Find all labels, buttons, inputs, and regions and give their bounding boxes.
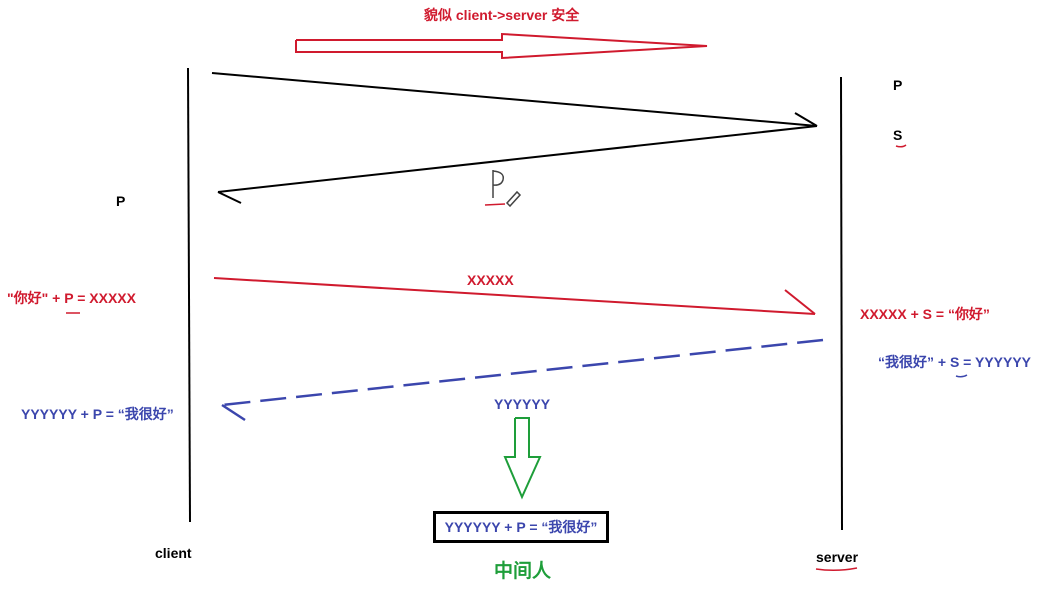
server-label-underline: [815, 567, 858, 572]
public-key-arrow: [217, 125, 818, 204]
title-arrow: [295, 32, 708, 60]
client-public-key: P: [116, 193, 126, 209]
client-timeline: [187, 67, 191, 523]
message2-ciphertext: YYYYYY: [494, 396, 551, 412]
diagram-title: 貌似 client->server 安全: [424, 7, 580, 23]
message1-ciphertext: XXXXX: [467, 272, 514, 288]
request-arrow: [211, 72, 818, 127]
mitm-label: 中间人: [494, 561, 552, 582]
server-s-underline: [895, 144, 907, 148]
message2-arrow: [221, 338, 824, 422]
client-label: client: [155, 545, 192, 561]
message1-arrow: [213, 277, 816, 315]
server-public-key: P: [893, 77, 903, 93]
client-decrypt-calc: YYYYYY + P = “我很好”: [21, 406, 174, 422]
intercept-arrow: [503, 417, 542, 500]
mitm-decrypt-box: YYYYYY + P = “我很好”: [433, 511, 609, 543]
server-decrypt-calc: XXXXX + S = “你好”: [860, 306, 990, 322]
server-s2-underline: [955, 374, 968, 378]
server-label: server: [816, 549, 859, 565]
client-encrypt-calc: "你好" + P = XXXXX: [7, 290, 136, 306]
handwritten-p-icon: [484, 170, 522, 208]
server-private-key: S: [893, 127, 903, 143]
server-encrypt-calc: “我很好” + S = YYYYYY: [878, 354, 1032, 370]
server-timeline: [840, 76, 843, 531]
